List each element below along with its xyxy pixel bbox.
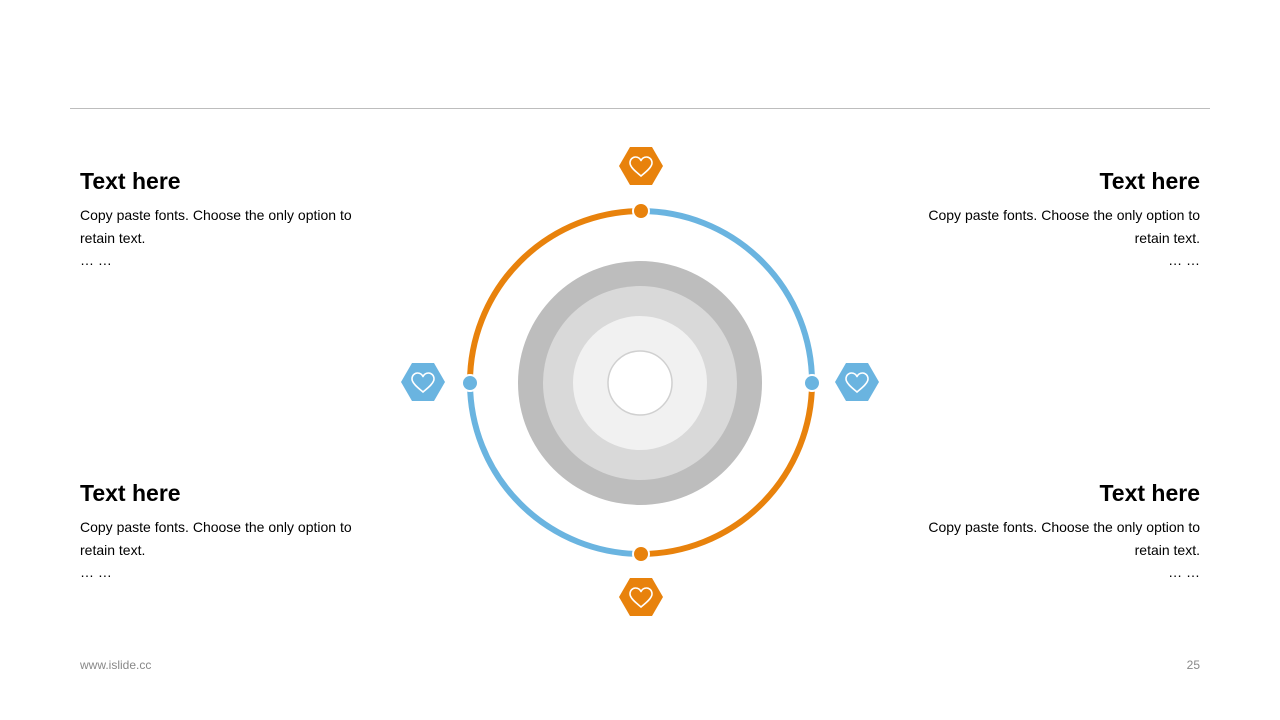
block-body: Copy paste fonts. Choose the only option… [80,207,352,246]
header-divider [70,108,1210,109]
node-bottom [632,545,650,563]
block-title: Text here [80,480,181,506]
arc-bottom-left [467,382,642,557]
heart-icon [629,587,653,608]
block-ellipsis: … … [80,564,112,580]
ring-center [607,350,673,416]
text-block-bottom-right: Text here Copy paste fonts. Choose the o… [900,478,1200,583]
heart-icon [629,156,653,177]
block-body: Copy paste fonts. Choose the only option… [928,519,1200,558]
hexagon-badge-top [619,147,663,185]
arc-bottom-right [640,382,815,557]
block-title: Text here [1099,168,1200,194]
hexagon-badge-left [401,363,445,401]
node-left [461,374,479,392]
block-title: Text here [1099,480,1200,506]
heart-icon [845,372,869,393]
hexagon-badge-right [835,363,879,401]
block-body: Copy paste fonts. Choose the only option… [80,519,352,558]
text-block-top-left: Text here Copy paste fonts. Choose the o… [80,166,380,271]
text-block-bottom-left: Text here Copy paste fonts. Choose the o… [80,478,380,583]
hexagon-badge-bottom [619,578,663,616]
node-right [803,374,821,392]
page-number: 25 [1186,658,1200,672]
block-ellipsis: … … [80,252,112,268]
footer-site-url: www.islide.cc [80,658,152,672]
text-block-top-right: Text here Copy paste fonts. Choose the o… [900,166,1200,271]
block-body: Copy paste fonts. Choose the only option… [928,207,1200,246]
arc-top-left [466,208,642,384]
node-top [632,202,650,220]
heart-icon [411,372,435,393]
arc-top-right [640,208,816,384]
block-title: Text here [80,168,181,194]
block-ellipsis: … … [1168,564,1200,580]
block-ellipsis: … … [1168,252,1200,268]
